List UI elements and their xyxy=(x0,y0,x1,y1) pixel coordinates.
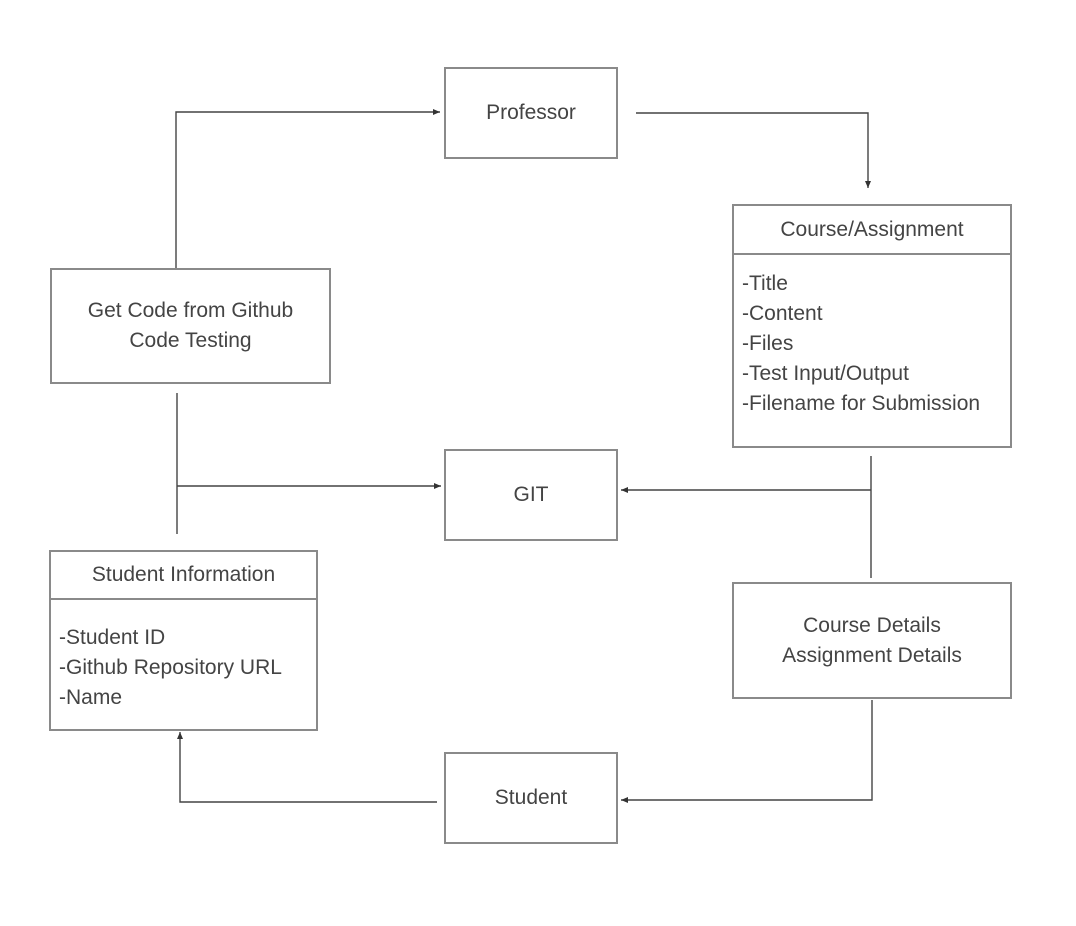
connector-student-to-student-info xyxy=(177,732,437,803)
field-files: -Files xyxy=(742,332,794,355)
field-student-id: -Student ID xyxy=(59,626,166,649)
course-details-node: Course Details Assignment Details xyxy=(732,582,1012,699)
course-assignment-fields: -Title -Content -Files -Test Input/Outpu… xyxy=(734,255,1010,419)
student-node: Student xyxy=(444,752,618,844)
field-filename-for-submission: -Filename for Submission xyxy=(742,392,981,415)
student-information-node: Student Information -Student ID -Github … xyxy=(49,550,318,731)
student-information-title: Student Information xyxy=(51,552,316,600)
connector-professor-to-course-assignment xyxy=(636,112,871,188)
course-details-line-2: Assignment Details xyxy=(782,643,962,667)
professor-label: Professor xyxy=(486,101,576,124)
connector-details-to-student xyxy=(621,700,873,803)
field-content: -Content xyxy=(742,302,823,325)
get-code-node: Get Code from Github Code Testing xyxy=(50,268,331,384)
course-assignment-node: Course/Assignment -Title -Content -Files… xyxy=(732,204,1012,448)
field-test-input-output: -Test Input/Output xyxy=(742,362,909,385)
git-label: GIT xyxy=(513,483,549,506)
course-details-line-1: Course Details xyxy=(803,613,941,637)
field-github-repository-url: -Github Repository URL xyxy=(59,656,282,679)
connector-getcode-to-professor xyxy=(175,109,440,268)
git-node: GIT xyxy=(444,449,618,541)
get-code-line-1: Get Code from Github xyxy=(87,299,294,322)
student-information-fields: -Student ID -Github Repository URL -Name xyxy=(51,600,316,713)
course-assignment-title: Course/Assignment xyxy=(734,206,1010,255)
field-name: -Name xyxy=(59,686,123,709)
professor-node: Professor xyxy=(444,67,618,159)
student-label: Student xyxy=(494,786,568,809)
get-code-line-2: Code Testing xyxy=(129,329,252,352)
field-title: -Title xyxy=(742,272,788,295)
